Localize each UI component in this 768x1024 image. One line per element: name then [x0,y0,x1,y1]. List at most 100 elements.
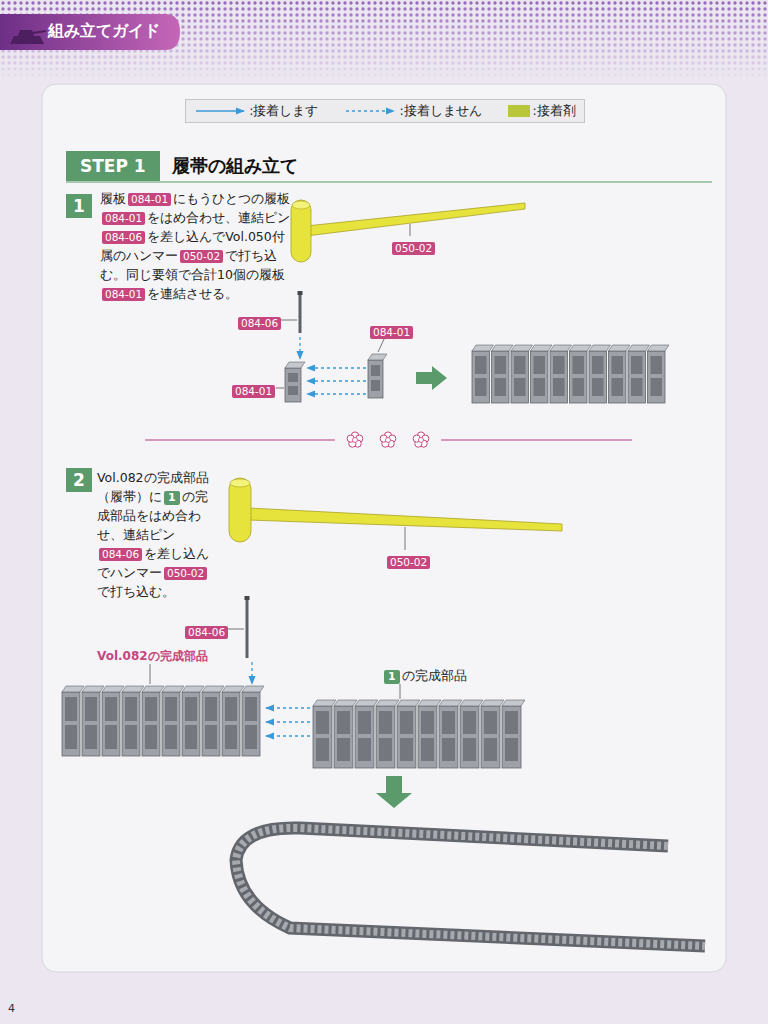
track-hole [484,738,497,761]
page-number: 4 [8,1002,15,1015]
track-hole [573,378,585,396]
track-hole [505,711,518,734]
flower-center [386,438,391,443]
track-links [368,354,387,398]
legend-line [196,110,244,111]
track-link [162,692,180,756]
track-link-top [531,345,553,351]
leader-line [276,388,284,389]
flower-ornament [347,432,363,447]
track-link [460,706,479,768]
dashed-arrow [307,393,366,394]
track-link-top [222,686,244,692]
track-hole [442,711,455,734]
track-link-top [648,345,670,351]
track-link-top [202,686,224,692]
track-links [472,345,669,403]
track-link [648,351,666,403]
track-link [355,706,374,768]
track-link-top [285,362,305,368]
track-hole [592,356,604,374]
step-label: 1 [66,194,92,218]
track-hole [371,380,380,391]
track-link [376,706,395,768]
track-hole [288,373,298,382]
track-hole [125,697,137,721]
track-link-top [142,686,164,692]
track-link [589,351,607,403]
track-hole [165,725,177,749]
leader-line [150,664,151,684]
legend-item: :接着しません [344,103,481,120]
track-link-top [376,700,399,706]
track-link-top [628,345,650,351]
page-header-title: 組み立てガイド [48,21,160,41]
track-hole [245,725,257,749]
step-number: 1 [66,194,92,218]
step-title: 履帯の組み立て [172,154,298,178]
track-link [397,706,416,768]
dashed-arrow [266,735,310,736]
track-hole [225,697,237,721]
track-link-top [313,700,336,706]
track-hole [400,711,413,734]
flower-ornament [380,432,396,447]
track-hole [475,378,487,396]
flower-center [419,438,424,443]
track-hole [337,738,350,761]
track-hole [463,711,476,734]
leader-line [405,527,406,550]
legend-text: :接着剤 [533,103,576,120]
green-arrow [376,776,412,808]
step-number: 2 [66,468,92,492]
track-link-top [492,345,514,351]
legend-item: :接着します [194,103,318,120]
track-hole [65,725,77,749]
text-group: 050-02 [385,552,432,571]
track-hole [125,725,137,749]
track-link [439,706,458,768]
dashed-arrow [307,367,366,368]
legend-text: :接着しません [399,103,481,120]
track-hole [379,711,392,734]
track-hole [505,738,518,761]
part-number-tag: 050-02 [392,242,435,255]
text-group: 4 [8,998,15,1018]
track-links [285,362,305,402]
text-group: 084-06 [236,313,283,332]
track-link [82,692,100,756]
track-hole [612,356,624,374]
track-link [62,692,80,756]
track-link [472,351,490,403]
legend-line-sample [194,105,246,117]
track-link-top [355,700,378,706]
text-group: 1の完成部品 [382,666,467,685]
track-link-top [511,345,533,351]
track-hole [592,378,604,396]
part-number-tag: 084-06 [102,231,145,244]
track-link-top [82,686,104,692]
flower-center [353,438,358,443]
text-group: Vol.082の完成部品（履帯）に1の完成部品をはめ合わせ、連結ピン084-06… [97,468,217,601]
heading-underline [66,182,712,183]
track-link [570,351,588,403]
track-link-top [439,700,462,706]
track-link [122,692,140,756]
text-group: 084-06 [183,622,230,641]
pin-head [298,291,303,295]
track-hole [631,356,643,374]
track-hole [245,697,257,721]
track-link-top [122,686,144,692]
leader-line [410,224,411,236]
track-hole [145,697,157,721]
text-group: Vol.082の完成部品 [97,646,208,666]
track-link [334,706,353,768]
hammer-head [291,200,311,262]
track-link [242,692,260,756]
divider-line [145,439,335,441]
track-hole [421,738,434,761]
text-group: 084-01 [230,381,277,400]
pin-head [245,596,250,600]
dashed-arrow [266,707,310,708]
